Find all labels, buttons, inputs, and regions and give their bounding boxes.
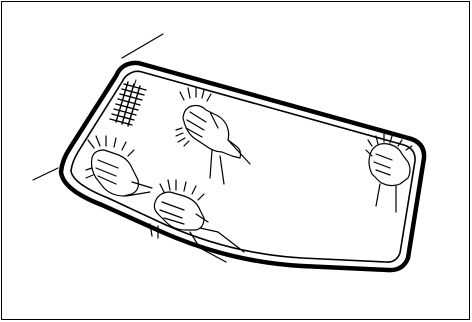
- hand-icon: [86, 136, 152, 196]
- hand-icon: [150, 180, 244, 262]
- serration-hatch: [110, 82, 146, 126]
- hand-icon: [176, 88, 250, 184]
